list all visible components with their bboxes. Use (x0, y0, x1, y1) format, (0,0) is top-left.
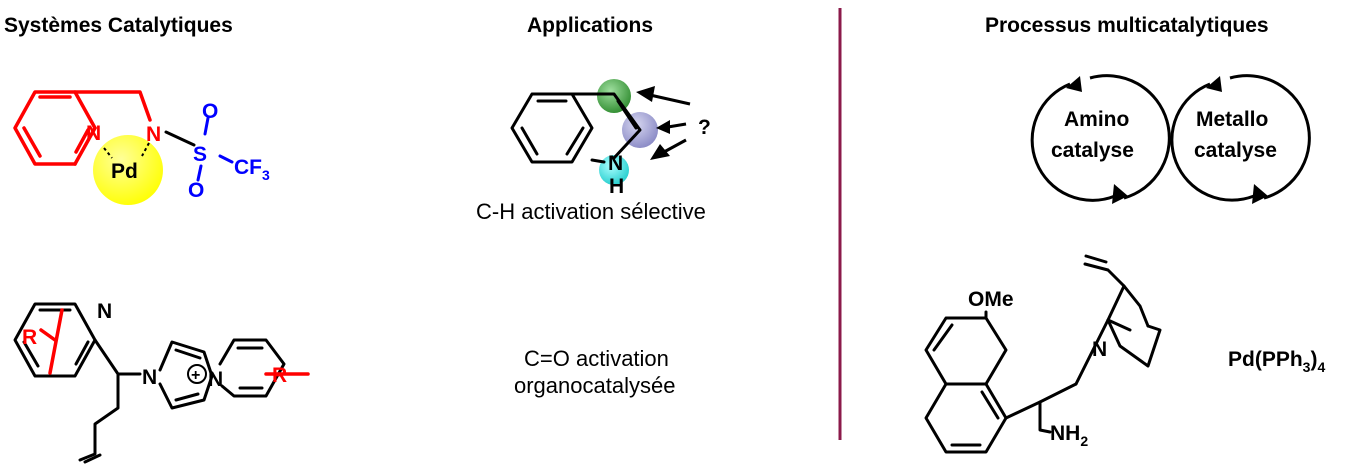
cycle-metallo-label-2: catalyse (1194, 139, 1277, 162)
atom-h-indole: H (609, 175, 624, 198)
selectivity-question-mark: ? (698, 116, 711, 139)
atom-n-sulfonamide: N (146, 123, 161, 146)
atom-n-pyridine: N (86, 122, 101, 145)
atom-n-pyridine-2: N (97, 300, 112, 323)
atom-pd: Pd (111, 160, 138, 183)
caption-ch-activation: C-H activation sélective (476, 199, 706, 224)
plus-charge-circle (187, 364, 207, 384)
cycle-amino-label-1: Amino (1064, 108, 1129, 131)
molecule-cinchona-amine: OMe NH2 N (924, 254, 1162, 454)
cycle-metallo-label-1: Metallo (1196, 108, 1268, 131)
plus-charge: + (191, 367, 200, 384)
atom-n-bridge: N (208, 368, 223, 391)
atom-o-top: O (202, 100, 218, 123)
heading-catalytic-systems: Systèmes Catalytiques (4, 14, 233, 37)
cycle-metallo: Metallo catalyse (1170, 74, 1311, 204)
molecule-imidazopyridinium: R N N + N R (13, 300, 310, 464)
heading-multicatalytic: Processus multicatalytiques (985, 14, 1269, 37)
group-ome: OMe (968, 288, 1014, 311)
site-n1-sphere (599, 155, 629, 185)
group-cf3: CF3 (234, 156, 270, 183)
atom-o-bottom: O (188, 179, 204, 202)
catalyst-pd-pph3: Pd(PPh3)4 (1228, 348, 1325, 375)
atom-r-right: R (272, 364, 287, 387)
atom-n-imidazolium: N (142, 366, 157, 389)
atom-s: S (193, 143, 207, 166)
molecule-pd-triflamide: N N Pd S O O CF3 (13, 90, 270, 205)
cycle-amino-label-2: catalyse (1051, 139, 1134, 162)
atom-n-quinuclidine: N (1092, 338, 1107, 361)
group-nh2: NH2 (1050, 422, 1088, 449)
caption-co-activation-1: C=O activation (524, 346, 669, 371)
pd-highlight-sphere (93, 135, 163, 205)
cycle-amino: Amino catalyse (1030, 74, 1171, 204)
heading-applications: Applications (527, 14, 653, 37)
atom-r-left: R (22, 326, 37, 349)
atom-n-indole: N (608, 152, 623, 175)
caption-co-activation-2: organocatalysée (514, 373, 675, 398)
molecule-indole: N H ? (510, 79, 711, 198)
